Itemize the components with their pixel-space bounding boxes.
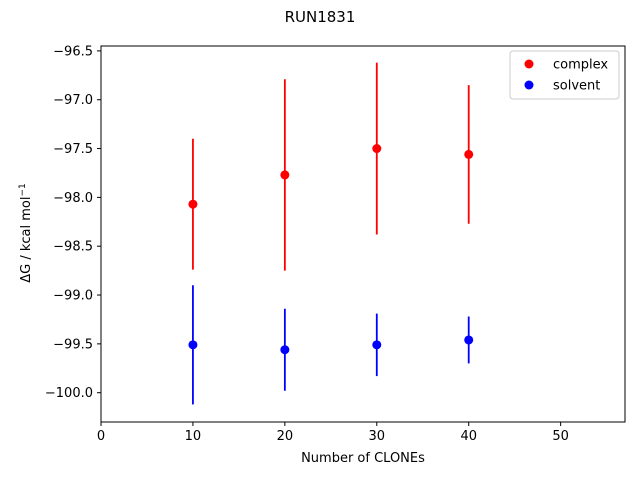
y-tick-label: −97.5 — [53, 142, 93, 157]
legend-label-solvent: solvent — [553, 79, 600, 94]
x-tick-label: 0 — [97, 429, 105, 444]
x-tick-label: 20 — [277, 429, 294, 444]
complex-point — [372, 144, 382, 154]
solvent-point — [280, 345, 290, 355]
solvent-point — [372, 340, 382, 350]
legend: complex solvent — [509, 50, 620, 100]
x-tick-label: 30 — [369, 429, 386, 444]
y-tick-label: −96.5 — [53, 44, 93, 59]
x-axis: 0 10 20 30 40 50 — [97, 422, 569, 444]
y-tick-label: −98.0 — [53, 191, 93, 206]
complex-point — [464, 149, 474, 159]
complex-point — [280, 170, 290, 180]
y-tick-label: −100.0 — [45, 386, 93, 401]
y-tick-label: −97.0 — [53, 93, 93, 108]
x-tick-label: 40 — [460, 429, 477, 444]
legend-box — [509, 50, 620, 100]
y-tick-label: −99.0 — [53, 289, 93, 304]
solvent-point — [464, 335, 474, 345]
legend-label-complex: complex — [553, 58, 608, 73]
complex-point — [188, 199, 198, 209]
y-axis-label-main: ΔG / kcal mol — [19, 197, 34, 283]
y-axis-label: ΔG / kcal mol−1 — [18, 183, 34, 283]
y-axis: −96.5 −97.0 −97.5 −98.0 −98.5 −99.0 −99.5 −100.… — [45, 44, 101, 401]
plot-area — [100, 45, 626, 423]
chart-title: RUN1831 — [285, 8, 356, 26]
x-tick-label: 50 — [552, 429, 569, 444]
solvent-point — [188, 340, 198, 350]
y-tick-label: −98.5 — [53, 240, 93, 255]
x-axis-label: Number of CLONEs — [301, 451, 425, 466]
y-axis-label-superscript: −1 — [18, 183, 28, 196]
x-tick-label: 10 — [185, 429, 202, 444]
legend-marker-solvent — [524, 80, 534, 90]
plot-frame — [100, 45, 626, 423]
legend-marker-complex — [524, 59, 534, 69]
y-tick-label: −99.5 — [53, 337, 93, 352]
